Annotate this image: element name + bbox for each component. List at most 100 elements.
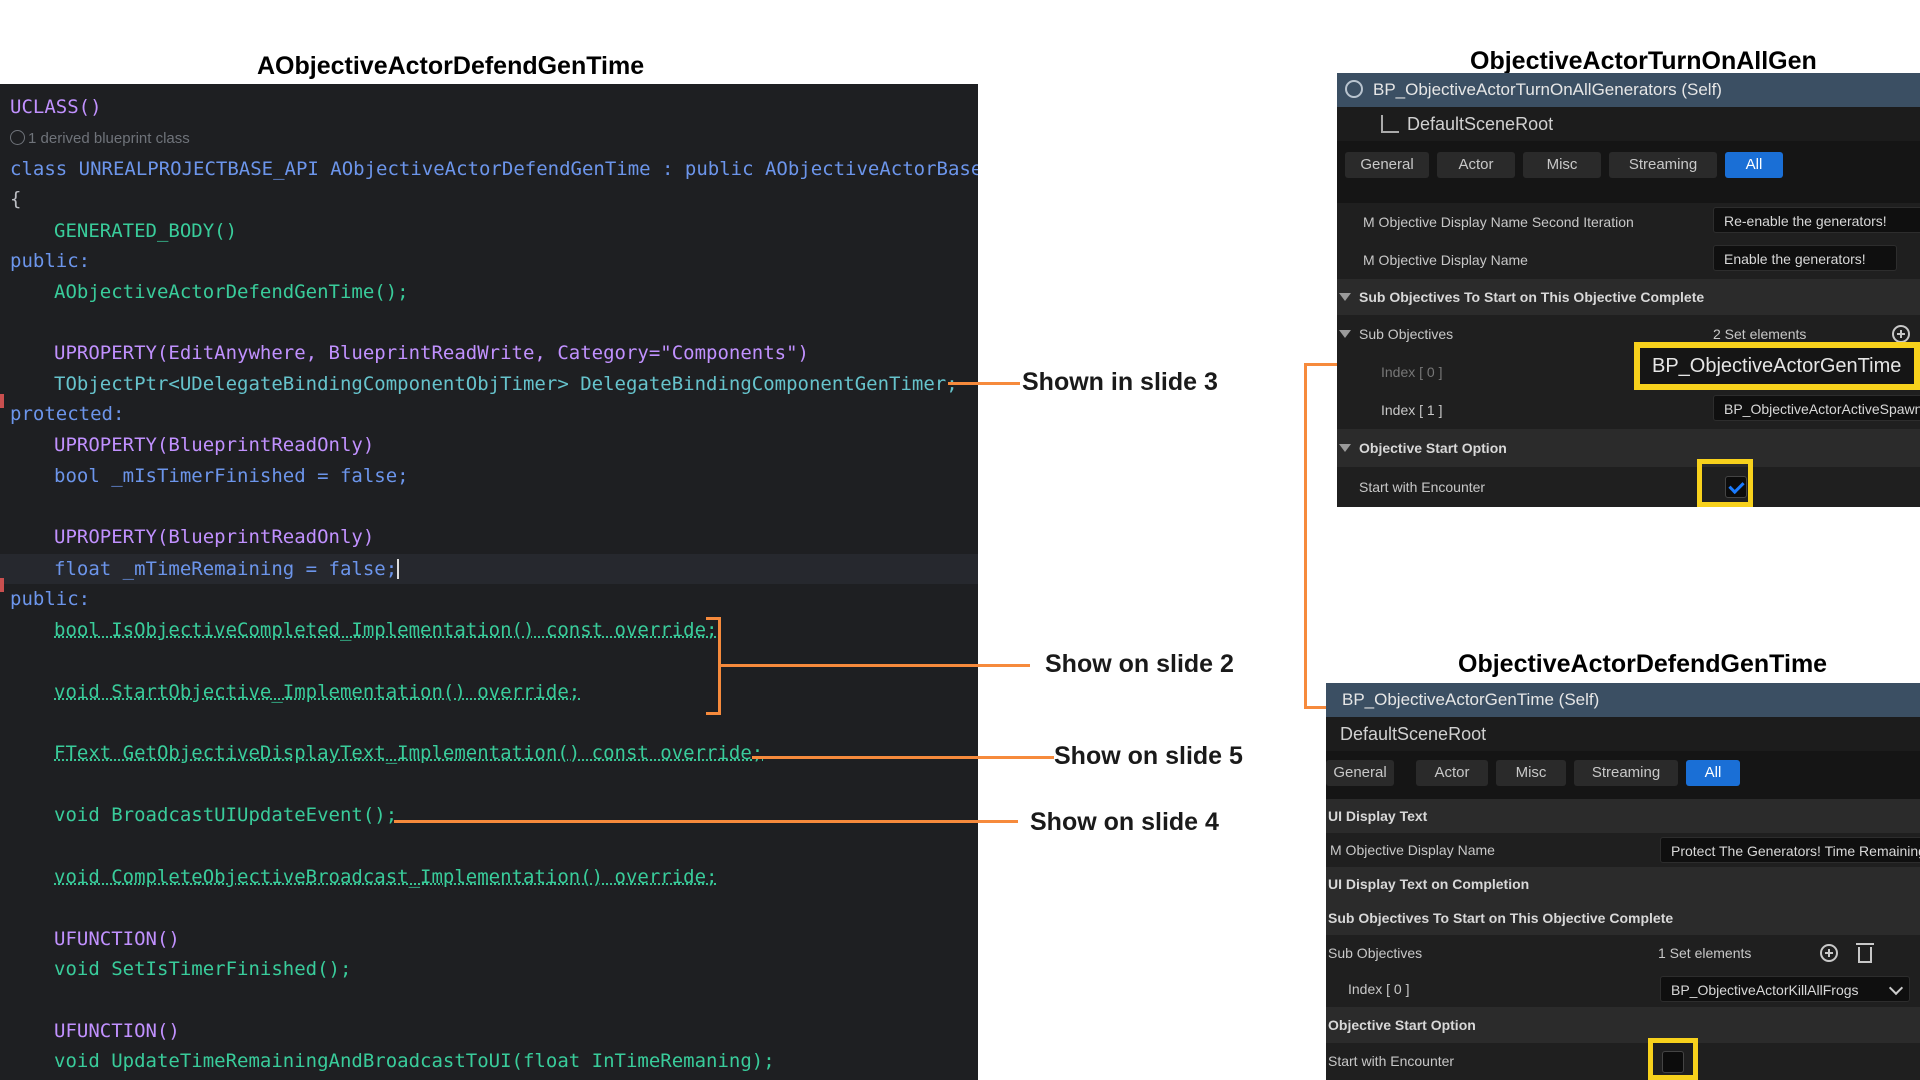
- category-label: UI Display Text on Completion: [1328, 876, 1530, 892]
- annotation-slide5: Show on slide 5: [1054, 742, 1243, 770]
- tab-all[interactable]: All: [1725, 152, 1783, 178]
- index-0-value: BP_ObjectiveActorKillAllFrogs: [1671, 982, 1859, 998]
- row-label: Start with Encounter: [1328, 1053, 1455, 1069]
- add-element-icon[interactable]: [1820, 944, 1838, 962]
- row-display-name: M Objective Display Name Protect The Gen…: [1326, 833, 1920, 868]
- code-text: UFUNCTION(): [54, 928, 180, 950]
- highlight-box-checkbox: [1648, 1038, 1698, 1080]
- code-line-set-timer-finished: void SetIsTimerFinished();: [54, 954, 351, 984]
- code-line-public-2: public:: [10, 584, 90, 614]
- tab-streaming[interactable]: Streaming: [1609, 152, 1717, 178]
- current-line-highlight: [0, 554, 978, 584]
- annotation-line-slide4: [394, 820, 1018, 823]
- details-title-bar: BP_ObjectiveActorTurnOnAllGenerators (Se…: [1337, 73, 1920, 107]
- code-text: {: [10, 188, 22, 210]
- row-label: M Objective Display Name: [1363, 252, 1528, 268]
- annotation-line-slide2: [720, 664, 1030, 667]
- panel-bottom-heading: ObjectiveActorDefendGenTime: [1458, 650, 1828, 678]
- display-name-second-input[interactable]: Re-enable the generators!: [1713, 207, 1920, 233]
- code-text: AObjectiveActorDefendGenTime();: [54, 281, 409, 303]
- code-line-timer-finished: bool _mIsTimerFinished = false;: [54, 461, 409, 491]
- annotation-bracket-slide2: [718, 617, 721, 715]
- derived-hint-text: 1 derived blueprint class: [28, 130, 190, 147]
- code-line-ufunction-2: UFUNCTION(): [54, 1016, 180, 1046]
- code-line-ufunction: UFUNCTION(): [54, 924, 180, 954]
- scene-root-label: DefaultSceneRoot: [1407, 114, 1554, 134]
- category-sub-objectives[interactable]: Sub Objectives To Start on This Objectiv…: [1337, 279, 1920, 316]
- code-line-uproperty-readonly-2: UPROPERTY(BlueprintReadOnly): [54, 522, 374, 552]
- annotation-slide2: Show on slide 2: [1045, 650, 1234, 678]
- row-label: M Objective Display Name Second Iteratio…: [1363, 214, 1634, 230]
- annotation-line-slide3: [948, 382, 1020, 385]
- code-text: void StartObjective_Implementation() ove…: [54, 681, 581, 703]
- tab-actor[interactable]: Actor: [1437, 152, 1515, 178]
- category-ui-display-text[interactable]: UI Display Text: [1326, 799, 1920, 834]
- code-line-brace: {: [10, 184, 21, 214]
- add-element-icon[interactable]: [1892, 325, 1910, 343]
- category-start-option[interactable]: Objective Start Option: [1326, 1007, 1920, 1044]
- highlight-callout-gen-time: BP_ObjectiveActorGenTime: [1634, 342, 1920, 390]
- index-0-dropdown[interactable]: BP_ObjectiveActorKillAllFrogs: [1660, 976, 1910, 1002]
- tab-general[interactable]: General: [1345, 152, 1429, 178]
- code-editor[interactable]: UCLASS() 1 derived blueprint class class…: [0, 84, 978, 1080]
- row-display-name-second: M Objective Display Name Second Iteratio…: [1337, 203, 1920, 242]
- scene-root-item[interactable]: DefaultSceneRoot: [1326, 717, 1920, 751]
- scene-root-icon: [1381, 115, 1399, 133]
- display-name-input[interactable]: Enable the generators!: [1713, 245, 1897, 271]
- expand-arrow-icon[interactable]: [1339, 330, 1351, 338]
- start-with-encounter-checkbox[interactable]: [1662, 1051, 1684, 1073]
- filter-tabs: General Actor Misc Streaming All: [1337, 143, 1920, 185]
- tab-general[interactable]: General: [1326, 760, 1394, 786]
- code-text: FText GetObjectiveDisplayText_Implementa…: [54, 742, 764, 764]
- code-text: GENERATED_BODY(): [54, 220, 238, 242]
- category-label: Sub Objectives To Start on This Objectiv…: [1359, 289, 1705, 305]
- display-name-input[interactable]: Protect The Generators! Time Remaining:: [1660, 837, 1920, 863]
- code-line-uclass: UCLASS(): [10, 92, 102, 122]
- code-line-broadcast-ui: void BroadcastUIUpdateEvent();: [54, 800, 397, 830]
- start-with-encounter-checkbox[interactable]: [1725, 476, 1747, 498]
- row-label: M Objective Display Name: [1330, 842, 1495, 858]
- tab-misc[interactable]: Misc: [1523, 152, 1601, 178]
- tab-misc[interactable]: Misc: [1496, 760, 1566, 786]
- row-start-with-encounter: Start with Encounter: [1326, 1043, 1920, 1080]
- error-marker: [0, 394, 4, 408]
- blueprint-icon: [10, 130, 25, 145]
- code-line-class: class UNREALPROJECTBASE_API AObjectiveAc…: [10, 154, 978, 184]
- scene-root-item[interactable]: DefaultSceneRoot: [1337, 107, 1920, 141]
- details-title: BP_ObjectiveActorGenTime (Self): [1342, 690, 1600, 709]
- row-label: Index [ 1 ]: [1381, 402, 1443, 418]
- category-sub-objectives[interactable]: Sub Objectives To Start on This Objectiv…: [1326, 901, 1920, 936]
- category-label: Objective Start Option: [1328, 1017, 1476, 1033]
- tab-actor[interactable]: Actor: [1416, 760, 1488, 786]
- panel-top-heading: ObjectiveActorTurnOnAllGen: [1470, 47, 1817, 75]
- code-text: void UpdateTimeRemainingAndBroadcastToUI…: [54, 1050, 775, 1072]
- code-text: UCLASS(): [10, 96, 102, 118]
- tab-all[interactable]: All: [1686, 760, 1740, 786]
- code-text: public:: [10, 588, 91, 610]
- index-1-dropdown[interactable]: BP_ObjectiveActorActiveSpawner: [1713, 395, 1920, 421]
- code-text: float _mTimeRemaining = false;: [54, 558, 398, 580]
- annotation-bracket-top: [706, 617, 720, 620]
- code-line-uproperty-readonly: UPROPERTY(BlueprintReadOnly): [54, 430, 374, 460]
- code-heading: AObjectiveActorDefendGenTime: [257, 52, 645, 80]
- collapse-arrow-icon: [1339, 444, 1351, 452]
- category-label: UI Display Text: [1328, 808, 1428, 824]
- highlight-box-checkbox: [1697, 459, 1753, 507]
- row-label: Index [ 0 ]: [1381, 364, 1443, 380]
- code-line-complete-broadcast: void CompleteObjectiveBroadcast_Implemen…: [54, 862, 717, 892]
- derived-blueprint-hint[interactable]: 1 derived blueprint class: [10, 124, 190, 154]
- annotation-slide4: Show on slide 4: [1030, 808, 1219, 836]
- tab-streaming[interactable]: Streaming: [1574, 760, 1678, 786]
- annotation-slide3: Shown in slide 3: [1022, 368, 1218, 396]
- code-text: void SetIsTimerFinished();: [54, 958, 352, 980]
- code-line-generated-body: GENERATED_BODY(): [54, 216, 237, 246]
- row-index-1: Index [ 1 ] BP_ObjectiveActorActiveSpawn…: [1337, 391, 1920, 430]
- trash-icon[interactable]: [1856, 943, 1874, 963]
- category-start-option[interactable]: Objective Start Option: [1337, 429, 1920, 468]
- category-ui-display-on-completion[interactable]: UI Display Text on Completion: [1326, 867, 1920, 902]
- code-text: TObjectPtr<UDelegateBindingComponentObjT…: [54, 373, 958, 395]
- row-display-name: M Objective Display Name Enable the gene…: [1337, 241, 1920, 280]
- annotation-bracket-bottom: [706, 712, 720, 715]
- row-label: Index [ 0 ]: [1348, 981, 1410, 997]
- code-text: protected:: [10, 403, 125, 425]
